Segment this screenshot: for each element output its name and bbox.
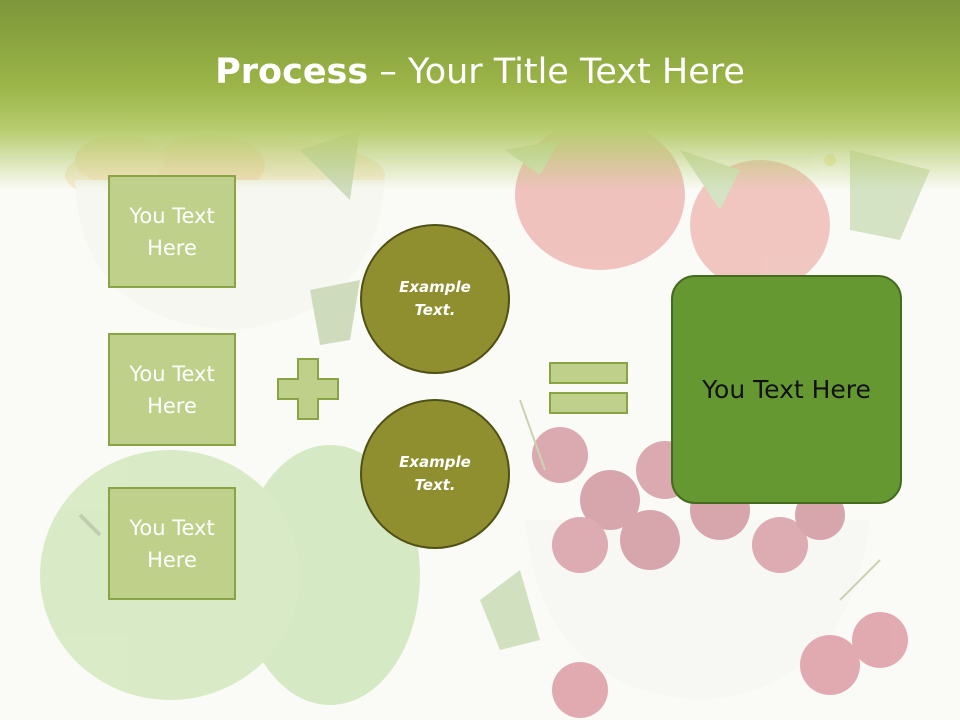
title-rest: Your Title Text Here (407, 52, 745, 92)
title-bold-part: Process (215, 52, 369, 92)
equals-sign-icon (549, 362, 628, 414)
text-box-3[interactable]: You Text Here (108, 487, 236, 600)
example-circle-2[interactable]: Example Text. (360, 399, 510, 549)
text-box-1[interactable]: You Text Here (108, 175, 236, 288)
title-band (0, 0, 960, 190)
plus-sign-icon (277, 358, 339, 420)
text-box-2[interactable]: You Text Here (108, 333, 236, 446)
example-circle-1[interactable]: Example Text. (360, 224, 510, 374)
result-box[interactable]: You Text Here (671, 275, 902, 504)
slide-title: Process – Your Title Text Here (0, 52, 960, 92)
title-dash: – (368, 52, 408, 92)
